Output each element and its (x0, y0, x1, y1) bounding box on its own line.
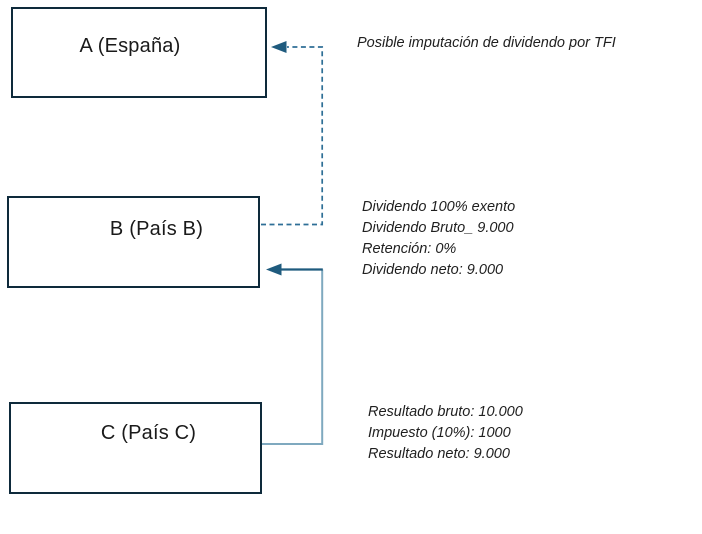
annotation-result: Resultado bruto: 10.000 Impuesto (10%): … (368, 402, 523, 465)
connector-c-to-b (262, 269, 324, 445)
annotation-line: Impuesto (10%): 1000 (368, 425, 511, 441)
annotation-line: Dividendo neto: 9.000 (362, 262, 504, 278)
annotation-line: Dividendo 100% exento (362, 199, 516, 215)
annotation-dividend: Dividendo 100% exento Dividendo Bruto_ 9… (362, 197, 515, 281)
entity-label-pais-c: C (País C) (100, 422, 197, 444)
arrowhead-into-a-icon (271, 41, 287, 53)
annotation-line: Resultado bruto: 10.000 (368, 404, 523, 420)
annotation-line: Retención: 0% (362, 241, 457, 257)
annotation-tfi: Posible imputación de dividendo por TFI (357, 33, 616, 54)
annotation-line: Dividendo Bruto_ 9.000 (362, 220, 514, 236)
entity-box-espana: A (España) (11, 7, 267, 98)
annotation-line: Posible imputación de dividendo por TFI (357, 35, 616, 51)
dashed-connector-b-to-a (261, 46, 324, 226)
arrowhead-into-b-icon (266, 263, 282, 276)
entity-label-espana: A (España) (79, 35, 181, 57)
entity-label-pais-b: B (País B) (109, 218, 204, 240)
entity-box-pais-b: B (País B) (7, 196, 260, 288)
annotation-line: Resultado neto: 9.000 (368, 446, 510, 462)
entity-box-pais-c: C (País C) (9, 402, 262, 494)
